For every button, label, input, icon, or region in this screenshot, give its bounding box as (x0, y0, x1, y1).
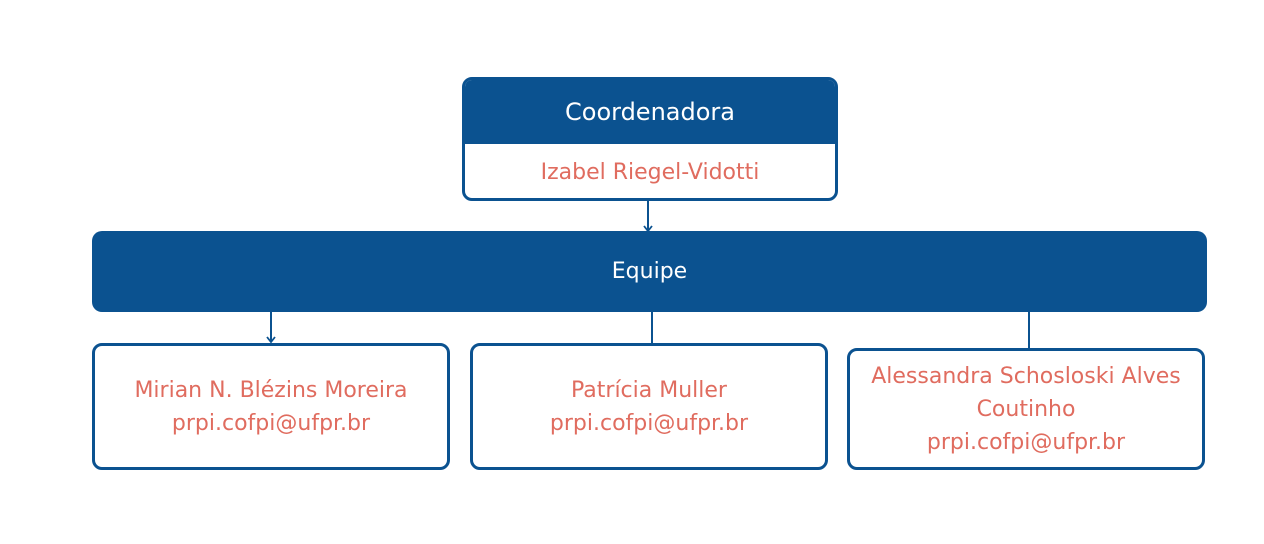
member-email: prpi.cofpi@ufpr.br (549, 410, 749, 436)
member-email: prpi.cofpi@ufpr.br (171, 410, 371, 436)
member-email: prpi.cofpi@ufpr.br (926, 429, 1126, 455)
member-box-2: Patrícia Muller prpi.cofpi@ufpr.br (470, 343, 828, 470)
member-name: Patrícia Muller (571, 377, 727, 403)
member-box-3: Alessandra Schosloski Alves Coutinho prp… (847, 348, 1205, 470)
member-name: Mirian N. Blézins Moreira (134, 377, 408, 403)
member-box-1: Mirian N. Blézins Moreira prpi.cofpi@ufp… (92, 343, 450, 470)
coordinator-box: Coordenadora Izabel Riegel-Vidotti (462, 77, 838, 201)
team-bar: Equipe (92, 231, 1207, 312)
member-name-line-1: Alessandra Schosloski Alves (871, 363, 1181, 389)
member-name-line-2: Coutinho (976, 396, 1076, 422)
coordinator-title: Coordenadora (465, 80, 835, 144)
team-title: Equipe (611, 259, 688, 284)
coordinator-name: Izabel Riegel-Vidotti (540, 160, 760, 185)
